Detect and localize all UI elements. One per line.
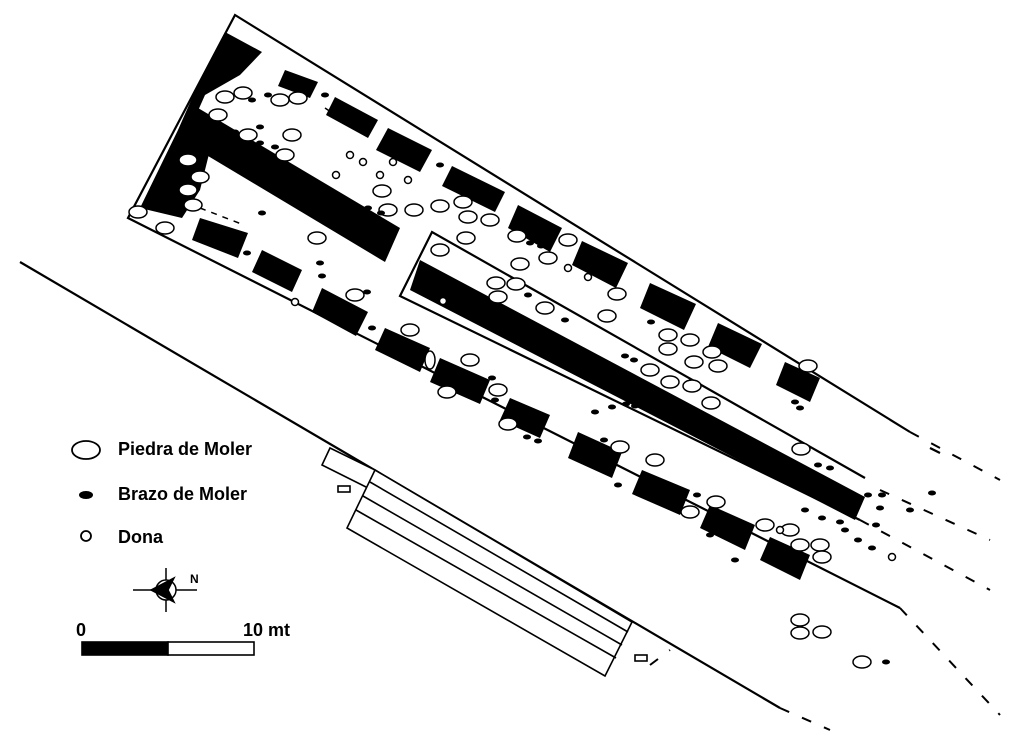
staircase-structure (320, 446, 648, 678)
legend-symbols (71, 440, 101, 542)
wall-line-east (929, 447, 941, 454)
wall-blocks (140, 32, 865, 580)
block-15 (500, 398, 550, 438)
outer-wall (126, 13, 911, 609)
block-11 (252, 250, 302, 292)
scale-end-label: 10 mt (243, 620, 291, 640)
legend-brazo-icon (79, 491, 93, 499)
north-arrow-icon (133, 568, 197, 612)
block-2 (326, 97, 378, 138)
piedra-de-moler-markers (128, 86, 872, 669)
dashed-extensions (649, 431, 1001, 731)
block-9 (776, 362, 820, 402)
dona-markers (290, 150, 897, 562)
block-10 (192, 218, 248, 258)
scale-bar-black-segment (81, 641, 169, 656)
legend-label-piedra: Piedra de Moler (118, 439, 253, 459)
legend-dona-icon (80, 530, 92, 542)
brazo-de-moler-markers (174, 92, 936, 665)
block-12 (312, 288, 368, 336)
block-16 (568, 432, 622, 478)
block-7 (640, 283, 696, 330)
block-4 (442, 166, 505, 212)
block-5 (508, 205, 562, 252)
long-wall-central (410, 260, 865, 520)
scale-bar (81, 641, 255, 656)
long-wall-north (178, 105, 400, 262)
block-13 (375, 328, 430, 372)
block-1 (278, 70, 318, 98)
block-3 (376, 128, 432, 172)
legend-label-dona: Dona (118, 527, 163, 547)
block-19 (760, 537, 810, 580)
scale-start-label: 0 (76, 620, 87, 640)
scale-bar-white-segment (167, 641, 255, 656)
block-6 (572, 241, 628, 288)
interior-dashed-lines (199, 107, 366, 226)
block-8 (708, 323, 762, 368)
west-wall (140, 32, 262, 218)
block-14 (430, 358, 490, 404)
legend-label-brazo: Brazo de Moler (118, 484, 248, 504)
north-label: N (190, 572, 199, 586)
legend-piedra-icon (71, 440, 101, 460)
block-17 (632, 470, 690, 515)
block-18 (700, 505, 755, 550)
corridor-outline (398, 230, 866, 521)
